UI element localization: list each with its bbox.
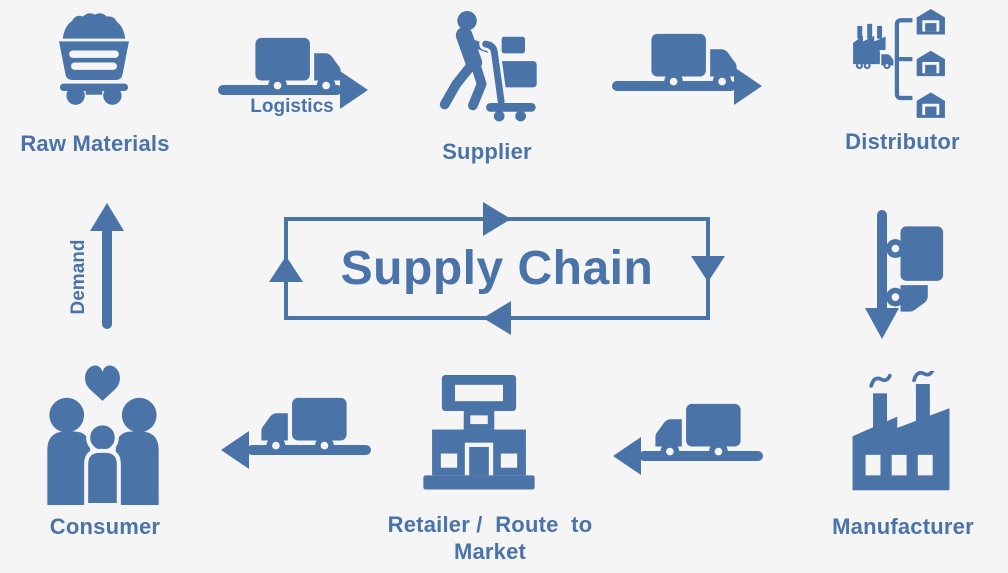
truck-icon <box>886 226 944 312</box>
arrow-down-icon <box>865 210 899 339</box>
truck-icon <box>655 403 741 461</box>
arrow-up-icon <box>90 203 124 329</box>
logistics-label: Logistics <box>250 96 334 117</box>
supply-chain-cycle-box: Supply Chain <box>269 202 725 335</box>
truck-icon <box>255 37 341 95</box>
manufacturer-label: Manufacturer <box>832 514 974 539</box>
supplier-label: Supplier <box>442 139 532 164</box>
distributor-label: Distributor <box>845 129 960 154</box>
distribution-network-icon <box>853 9 945 118</box>
cycle-arrow-up-icon <box>269 255 303 282</box>
cycle-arrow-right-icon <box>483 202 511 236</box>
retailer-label: Retailer / Route to <box>387 512 593 537</box>
mine-cart-icon <box>59 13 129 105</box>
retailer-label-line2: Market <box>453 539 527 564</box>
consumer-label: Consumer <box>49 514 161 539</box>
family-icon <box>47 365 159 505</box>
cycle-arrow-down-icon <box>691 255 725 282</box>
worker-hand-truck-icon <box>439 10 540 122</box>
cycle-arrow-left-icon <box>483 301 511 335</box>
demand-label: Demand <box>68 239 89 315</box>
truck-icon <box>261 397 347 455</box>
store-icon <box>423 375 535 490</box>
raw-materials-label: Raw Materials <box>20 131 170 156</box>
truck-icon <box>651 33 737 91</box>
factory-icon <box>852 371 950 491</box>
diagram-title: Supply Chain <box>340 242 654 295</box>
